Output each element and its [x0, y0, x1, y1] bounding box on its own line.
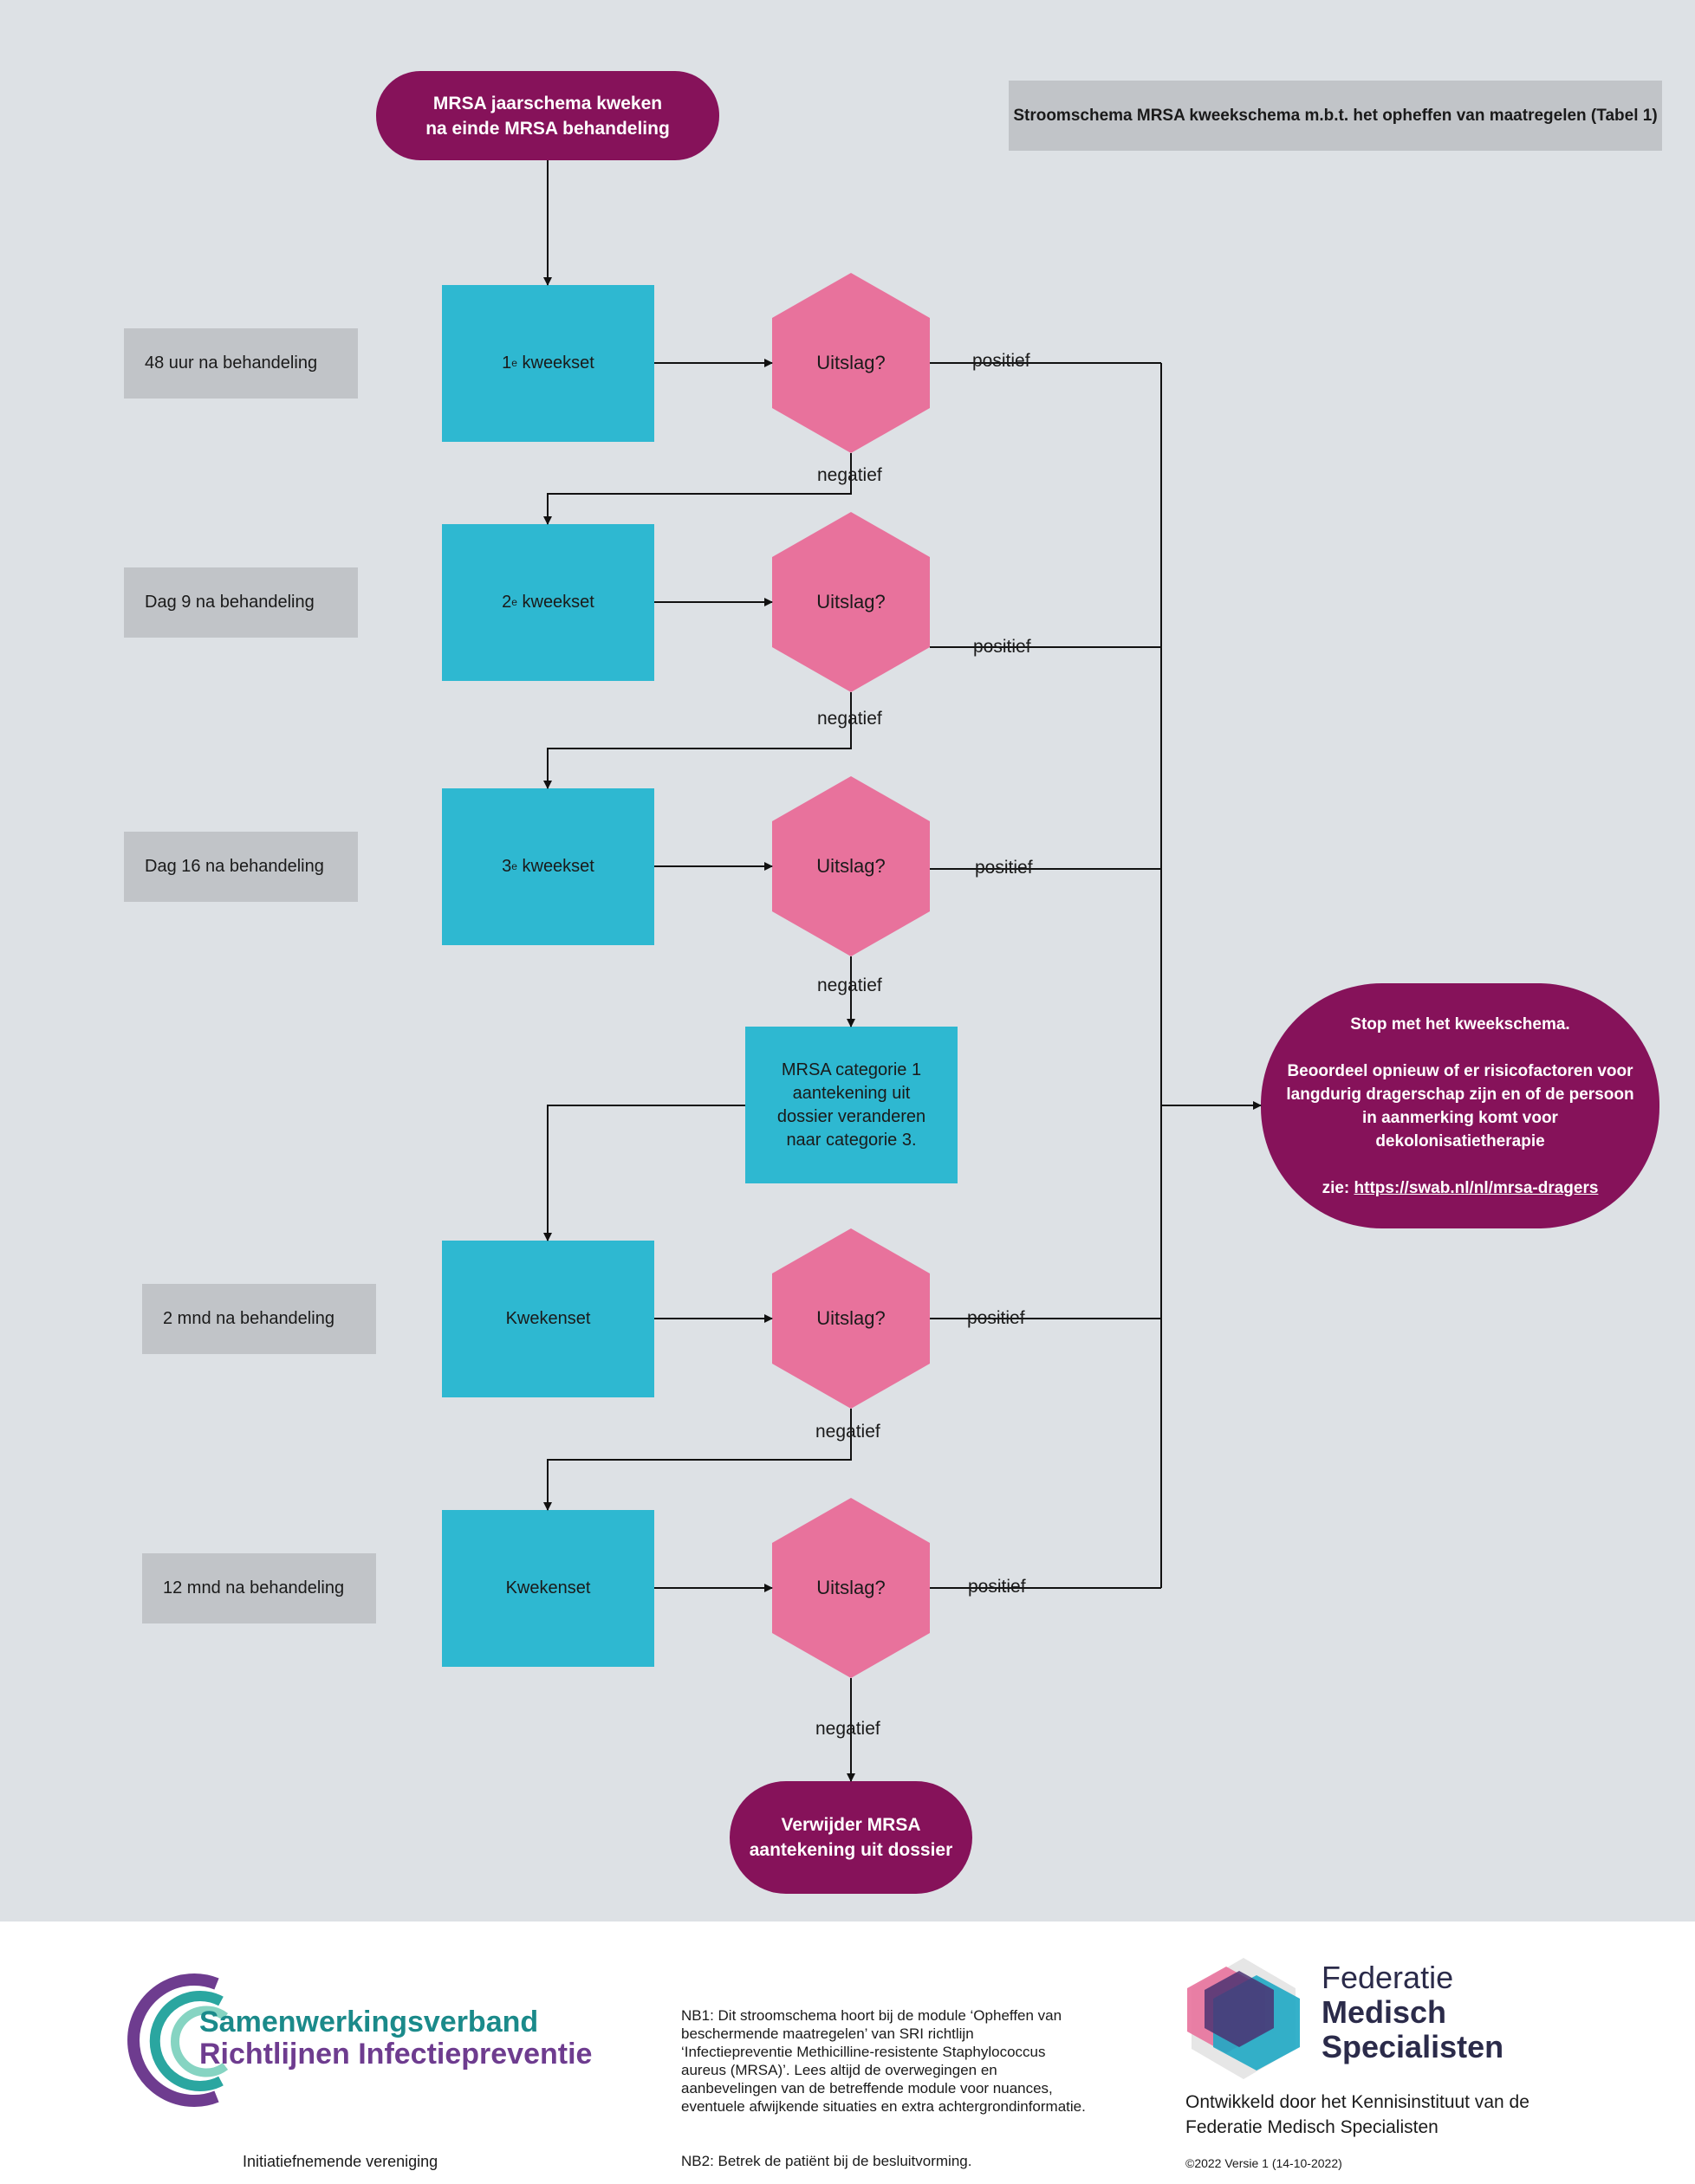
set-prefix: 2: [502, 593, 512, 612]
diagram-title: Stroomschema MRSA kweekschema m.b.t. het…: [1009, 81, 1662, 151]
positive-label: positief: [972, 351, 1030, 371]
swab-link[interactable]: https://swab.nl/nl/mrsa-dragers: [1354, 1178, 1599, 1197]
culture-set-box: [442, 788, 654, 945]
fms-name-line2: Medisch: [1322, 1994, 1447, 2030]
stop-shape: [1261, 983, 1659, 1228]
time-label-box: [124, 328, 358, 399]
stop-label: Stop met het kweekschema. Beoordeel opni…: [1278, 988, 1642, 1224]
category-label: MRSA categorie 1 aantekening uit dossier…: [776, 1060, 926, 1150]
version-text: ©2022 Versie 1 (14-10-2022): [1185, 2156, 1342, 2170]
decision-label: Uitslag?: [816, 1307, 886, 1329]
time-label-box: [142, 1553, 376, 1623]
fms-logo: [1187, 1958, 1300, 2079]
end-label: Verwijder MRSA aantekening uit dossier: [730, 1781, 972, 1894]
culture-set-label: Kwekenset: [442, 1241, 654, 1397]
positive-label: positief: [968, 1577, 1026, 1597]
time-label-box: [142, 1284, 376, 1354]
time-label: 2 mnd na behandeling: [163, 1309, 334, 1328]
set-prefix: 3: [502, 857, 512, 876]
decision-hexagon: [772, 776, 930, 956]
set-prefix: Kwekenset: [505, 1578, 591, 1597]
set-suffix: kweekset: [516, 353, 594, 373]
positive-label: positief: [973, 637, 1031, 657]
time-label: Dag 16 na behandeling: [145, 857, 324, 876]
negative-label: negatief: [817, 709, 882, 729]
start-pill: [376, 71, 719, 160]
see-prefix: zie:: [1322, 1178, 1354, 1197]
nb1-note: NB1: Dit stroomschema hoort bij de modul…: [681, 2007, 1086, 2115]
set-prefix: 1: [502, 353, 512, 373]
category-box: [745, 1027, 958, 1183]
decision-hexagon: [772, 273, 930, 453]
negative-label: negatief: [817, 975, 882, 995]
culture-set-box: [442, 1241, 654, 1397]
developed-by-line1: Ontwikkeld door het Kennisinstituut van …: [1185, 2092, 1529, 2112]
stop-line1: Stop met het kweekschema.: [1350, 1014, 1570, 1034]
negative-label: negatief: [815, 1719, 880, 1739]
set-sup: e: [511, 860, 517, 872]
time-label: 48 uur na behandeling: [145, 353, 318, 373]
org-caption: Initiatiefnemende vereniging: [243, 2153, 438, 2170]
time-label-box: [124, 832, 358, 902]
set-sup: e: [511, 596, 517, 608]
start-line1: MRSA jaarschema kweken: [432, 93, 663, 113]
culture-set-box: [442, 1510, 654, 1667]
stop-see: zie: https://swab.nl/nl/mrsa-dragers: [1322, 1176, 1599, 1200]
decision-hexagon: [772, 1228, 930, 1409]
org-name-line2: Richtlijnen Infectiepreventie: [199, 2038, 593, 2071]
culture-set-box: [442, 524, 654, 681]
developed-by-line2: Federatie Medisch Specialisten: [1185, 2117, 1438, 2137]
time-label: Dag 9 na behandeling: [145, 593, 315, 612]
nb2-note: NB2: Betrek de patiënt bij de besluitvor…: [681, 2153, 972, 2169]
set-prefix: Kwekenset: [505, 1309, 591, 1328]
decision-hexagon: [772, 512, 930, 692]
decision-label: Uitslag?: [816, 352, 886, 373]
org-name-line1: Samenwerkingsverband: [199, 2006, 539, 2038]
time-label: 12 mnd na behandeling: [163, 1578, 345, 1597]
start-line2: na einde MRSA behandeling: [425, 118, 670, 139]
end-line2: aantekening uit dossier: [749, 1840, 953, 1860]
sri-logo: [127, 1973, 229, 2107]
decision-label: Uitslag?: [816, 855, 886, 877]
connector-arrow: [543, 692, 852, 789]
set-suffix: kweekset: [516, 593, 594, 612]
fms-name-line1: Federatie: [1322, 1960, 1454, 1995]
positive-label: positief: [967, 1308, 1025, 1328]
connector-arrow: [543, 1105, 745, 1241]
negative-label: negatief: [815, 1422, 880, 1442]
decision-label: Uitslag?: [816, 1577, 886, 1598]
end-line1: Verwijder MRSA: [781, 1815, 921, 1835]
culture-set-box: [442, 285, 654, 442]
decision-hexagon: [772, 1498, 930, 1678]
culture-set-label: Kwekenset: [442, 1510, 654, 1667]
connector-arrow: [543, 1409, 852, 1511]
decision-label: Uitslag?: [816, 591, 886, 612]
stop-line2: Beoordeel opnieuw of er risicofactoren v…: [1286, 1061, 1634, 1150]
start-label: MRSA jaarschema kweken na einde MRSA beh…: [376, 71, 719, 160]
flowchart-canvas: [124, 71, 1659, 1894]
time-label-box: [124, 567, 358, 638]
end-pill: [730, 1781, 972, 1894]
fms-name-line3: Specialisten: [1322, 2029, 1504, 2064]
set-suffix: kweekset: [516, 857, 594, 876]
set-sup: e: [511, 357, 517, 369]
negative-label: negatief: [817, 465, 882, 485]
positive-label: positief: [975, 858, 1033, 878]
connector-arrow: [543, 453, 852, 525]
